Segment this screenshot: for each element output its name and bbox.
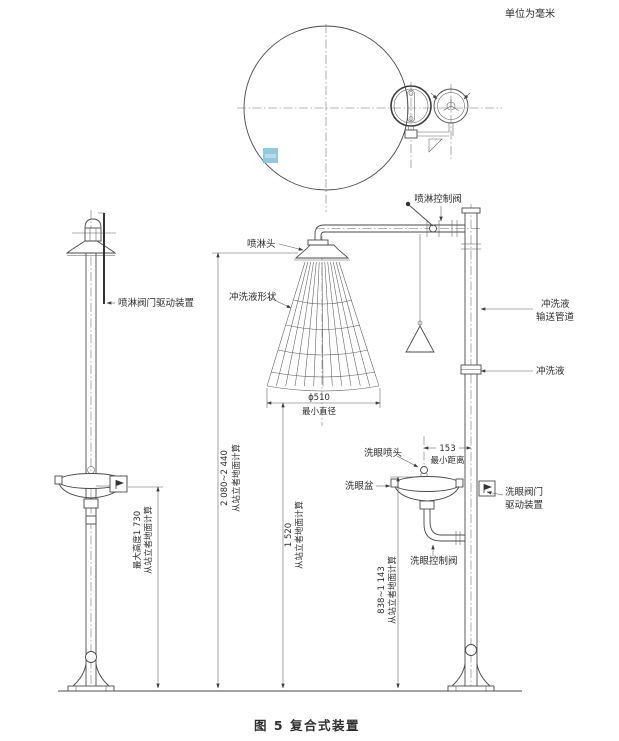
- label-shower-valve-actuator: 喷淋阀门驱动装置: [118, 297, 194, 309]
- shower-head-elevation: [294, 244, 350, 261]
- label-flush-fluid-pipe-1: 冲洗液: [541, 298, 570, 310]
- dim-eyewash-height-note: 从站立者地面计算: [387, 556, 398, 625]
- label-shower-head: 喷淋头: [247, 238, 276, 250]
- spray-cone: [266, 261, 380, 392]
- eyewash-nozzle-shape: [420, 466, 428, 474]
- eyewash-bowl-plan: [430, 84, 471, 160]
- label-eyewash-valve-actuator-2: 驱动装置: [505, 499, 543, 511]
- left-base: [67, 663, 115, 692]
- label-eyewash-valve-actuator-1: 洗眼阀门: [505, 486, 543, 498]
- plan-piping: [404, 123, 454, 153]
- dim-shower-head-height: 2 080~2 440: [220, 450, 230, 506]
- center-shower: [266, 224, 480, 426]
- dim-min-distance: 153: [439, 444, 455, 454]
- unit-note: 单位为毫米: [505, 7, 555, 20]
- label-eyewash-control-valve: 洗眼控制阀: [410, 555, 458, 567]
- pipe-cap: [461, 207, 481, 214]
- label-flush-fluid-pipe-2: 输送管道: [536, 311, 575, 323]
- left-pipe-union: [85, 651, 97, 663]
- dim-spray-level-height: 1 520: [284, 523, 294, 547]
- label-flush-fluid: 冲洗液: [536, 365, 565, 377]
- dim-min-diameter-note: 最小直径: [302, 406, 337, 417]
- label-flush-fluid-shape: 冲洗液形状: [229, 291, 277, 303]
- left-column: [54, 210, 128, 692]
- right-base: [447, 663, 495, 692]
- shower-head-plan: [390, 82, 432, 168]
- label-eyewash-nozzle: 洗眼喷头: [364, 447, 402, 459]
- dim-min-distance-note: 最小距离: [430, 455, 464, 466]
- plan-view: [237, 24, 502, 212]
- eyewash-bowl-shape: [393, 476, 461, 492]
- left-shower-head: [65, 218, 117, 256]
- watermark: [263, 148, 278, 163]
- left-eyewash-bowl: [54, 466, 128, 525]
- label-eyewash-bowl: 洗眼盆: [345, 480, 374, 492]
- right-column: [405, 201, 496, 692]
- pull-rod-handle: [405, 234, 435, 353]
- labels: 喷淋阀门驱动装置 喷淋头 冲洗液形状 喷淋控制阀 冲洗液 输送管道 冲洗液 洗眼…: [106, 193, 575, 567]
- label-shower-control-valve: 喷淋控制阀: [414, 193, 462, 205]
- dim-eyewash-height: 838~1 143: [377, 566, 387, 614]
- shower-control-valve: [405, 201, 440, 237]
- dim-shower-head-height-note: 从站立者地面计算: [231, 444, 242, 513]
- dimensions: 最大高度1 730 从站立者地面计算 2 080~2 440 从站立者地面计算 …: [128, 252, 472, 689]
- left-push-handle: [96, 475, 128, 493]
- dim-spray-level-height-note: 从站立者地面计算: [294, 501, 305, 570]
- dim-min-diameter: ϕ510: [308, 393, 330, 403]
- right-pipe-union: [465, 644, 477, 656]
- dim-actuator-max-height-note: 从站立者地面计算: [143, 506, 154, 575]
- right-push-handle: [478, 480, 496, 497]
- eyewash-assembly: [390, 436, 465, 545]
- dim-actuator-max-height: 最大高度1 730: [132, 511, 143, 569]
- figure-caption: 图 5 复合式装置: [254, 718, 360, 733]
